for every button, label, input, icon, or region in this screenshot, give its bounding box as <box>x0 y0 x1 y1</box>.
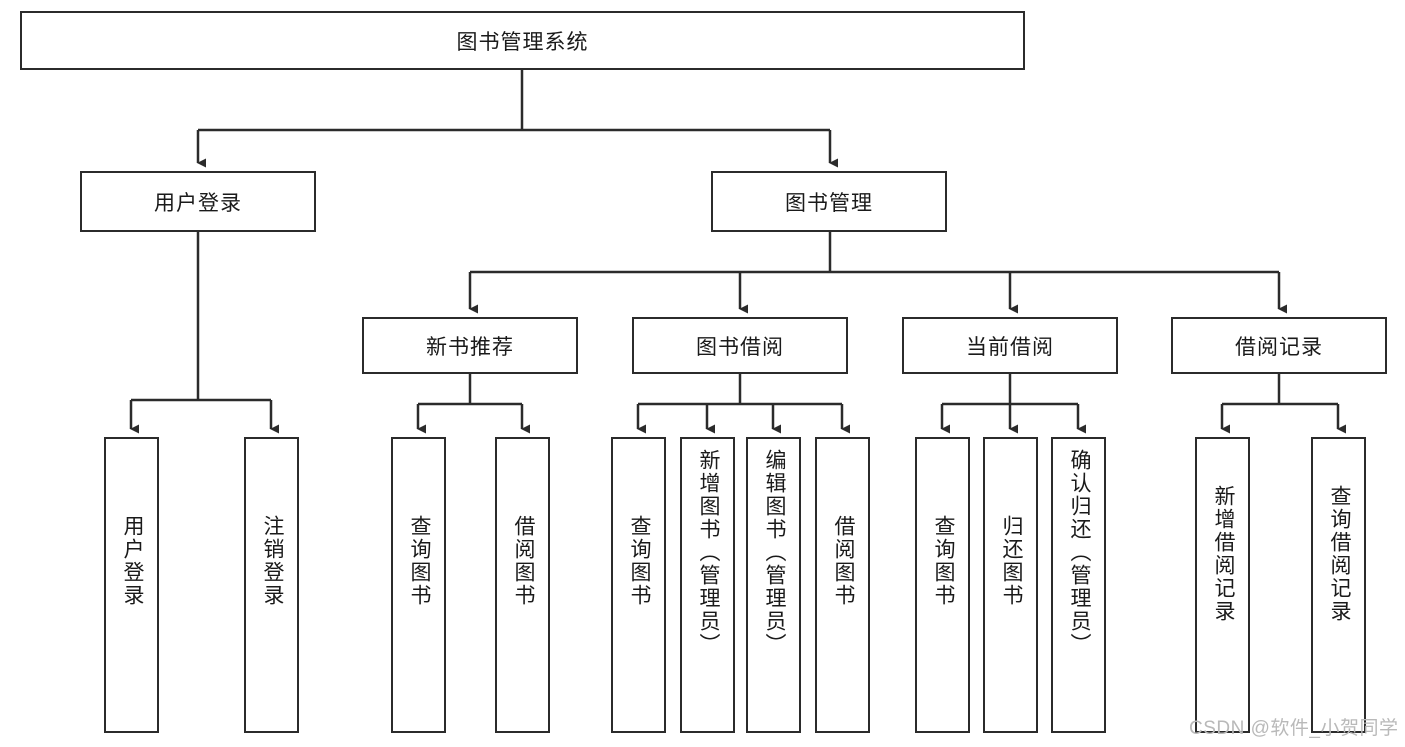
leaf-label: 归还图书 <box>999 515 1023 607</box>
leaf-label: 编辑图书（管理员） <box>762 449 786 656</box>
leaf-book-borrow-borrow[interactable]: 借阅图书 <box>815 437 870 733</box>
leaf-new-book-query[interactable]: 查询图书 <box>391 437 446 733</box>
leaf-label: 查询图书 <box>931 515 955 607</box>
leaf-new-book-borrow[interactable]: 借阅图书 <box>495 437 550 733</box>
leaf-book-borrow-query[interactable]: 查询图书 <box>611 437 666 733</box>
leaf-label: 新增图书（管理员） <box>696 449 720 656</box>
leaf-user-login-login[interactable]: 用户登录 <box>104 437 159 733</box>
leaf-label: 借阅图书 <box>511 515 535 607</box>
node-borrow-record[interactable]: 借阅记录 <box>1171 317 1387 374</box>
leaf-label: 新增借阅记录 <box>1211 485 1235 623</box>
leaf-current-borrow-query[interactable]: 查询图书 <box>915 437 970 733</box>
leaf-label: 查询借阅记录 <box>1327 485 1351 623</box>
leaf-label: 注销登录 <box>260 515 284 607</box>
leaf-book-borrow-edit[interactable]: 编辑图书（管理员） <box>746 437 801 733</box>
node-user-login[interactable]: 用户登录 <box>80 171 316 232</box>
watermark: CSDN @软件_小贺同学 <box>1189 718 1399 739</box>
leaf-book-borrow-add[interactable]: 新增图书（管理员） <box>680 437 735 733</box>
node-book-borrow[interactable]: 图书借阅 <box>632 317 848 374</box>
leaf-current-borrow-confirm[interactable]: 确认归还（管理员） <box>1051 437 1106 733</box>
node-book-borrow-label: 图书借阅 <box>696 335 784 359</box>
leaf-user-login-logout[interactable]: 注销登录 <box>244 437 299 733</box>
leaf-label: 查询图书 <box>627 515 651 607</box>
node-current-borrow-label: 当前借阅 <box>966 335 1054 359</box>
node-book-management-label: 图书管理 <box>785 191 873 215</box>
leaf-borrow-record-add[interactable]: 新增借阅记录 <box>1195 437 1250 733</box>
leaf-label: 查询图书 <box>407 515 431 607</box>
node-book-management[interactable]: 图书管理 <box>711 171 947 232</box>
leaf-label: 用户登录 <box>120 515 144 607</box>
leaf-label: 借阅图书 <box>831 515 855 607</box>
leaf-borrow-record-query[interactable]: 查询借阅记录 <box>1311 437 1366 733</box>
node-borrow-record-label: 借阅记录 <box>1235 335 1323 359</box>
node-root-label: 图书管理系统 <box>456 30 589 54</box>
leaf-label: 确认归还（管理员） <box>1067 449 1091 656</box>
node-new-book-recommend-label: 新书推荐 <box>426 335 514 359</box>
node-user-login-label: 用户登录 <box>154 191 242 215</box>
node-new-book-recommend[interactable]: 新书推荐 <box>362 317 578 374</box>
leaf-current-borrow-return[interactable]: 归还图书 <box>983 437 1038 733</box>
node-root[interactable]: 图书管理系统 <box>20 11 1025 70</box>
node-current-borrow[interactable]: 当前借阅 <box>902 317 1118 374</box>
